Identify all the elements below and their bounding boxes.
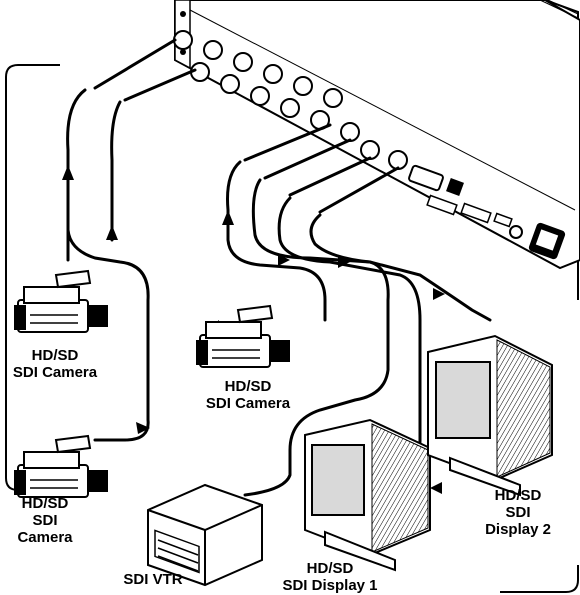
camera-left-bottom-label: HD/SD SDI Camera — [17, 495, 73, 546]
camera-center-icon — [196, 304, 290, 368]
display-2-label: HD/SD SDI Display 2 — [485, 487, 551, 538]
camera-left-top-label: HD/SD SDI Camera — [12, 347, 98, 381]
camera-left-top-icon — [14, 269, 108, 333]
left-frame — [5, 64, 60, 491]
camera-left-bottom-icon — [14, 434, 108, 498]
display-2-icon — [427, 334, 553, 497]
bnc-row-bottom — [190, 62, 360, 142]
vtr-icon — [147, 483, 263, 587]
display-1-icon — [304, 418, 431, 572]
camera-center-label: HD/SD SDI Camera — [205, 378, 291, 412]
display-1-label: HD/SD SDI Display 1 — [282, 560, 378, 594]
switcher-chassis — [173, 0, 580, 270]
bnc-row-top — [173, 30, 343, 108]
vtr-label: SDI VTR — [123, 571, 183, 588]
bottom-right-frame — [500, 565, 579, 593]
